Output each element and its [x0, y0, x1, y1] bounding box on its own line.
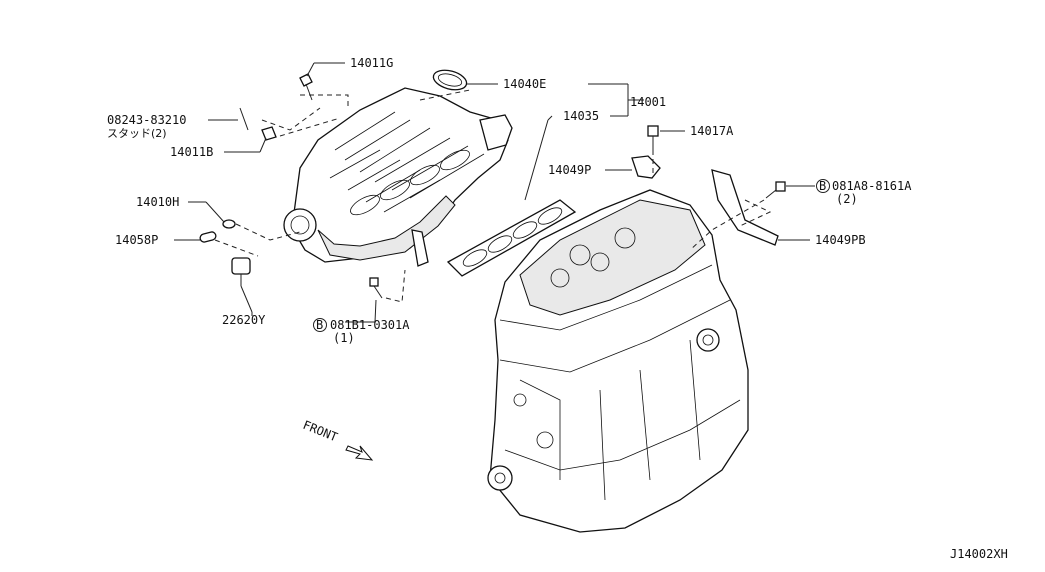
callout-14011G: 14011G — [350, 56, 393, 70]
manifold-gasket-drawing — [446, 199, 577, 277]
callout-14017A: 14017A — [690, 124, 734, 138]
o-ring-inner — [437, 73, 463, 87]
callout-081B1-qty: (1) — [333, 331, 355, 345]
engine-block-drawing — [487, 189, 749, 533]
hose-clamp-drawing — [222, 219, 236, 229]
callout-081B1-0301A: 081B1-0301A — [330, 318, 410, 332]
callout-22620Y: 22620Y — [222, 313, 266, 327]
callout-14049PB: 14049PB — [815, 233, 866, 247]
front-arrow-icon — [345, 445, 374, 461]
o-ring-drawing — [432, 69, 468, 91]
bolt-081B1-drawing — [369, 277, 383, 299]
svg-text:B: B — [316, 318, 323, 332]
callout-14001: 14001 — [630, 95, 666, 109]
bolt-14011B-drawing — [261, 126, 277, 141]
callout-08243-83210: 08243-83210 — [107, 113, 186, 127]
hose-drawing — [199, 231, 217, 243]
callout-14049P: 14049P — [548, 163, 591, 177]
callout-081A8-qty: (2) — [836, 192, 858, 206]
bolt-marker-081A8: B — [816, 179, 830, 193]
leader-lines — [174, 62, 815, 323]
front-indicator: FRONT — [301, 418, 374, 461]
bolt-marker-081B1: B — [313, 318, 327, 332]
front-label: FRONT — [301, 418, 340, 445]
stud-drawing — [239, 107, 249, 131]
callout-14058P: 14058P — [115, 233, 158, 247]
callout-14040E: 14040E — [503, 77, 546, 91]
bolt-14017A-drawing — [647, 125, 659, 150]
callout-14010H: 14010H — [136, 195, 179, 209]
intake-manifold-drawing — [283, 87, 513, 267]
callout-14011B: 14011B — [170, 145, 213, 159]
bracket-14049P-drawing — [631, 155, 661, 179]
bracket-14049PB-drawing — [711, 169, 779, 246]
callout-labels: 14011G 14040E 14001 14035 08243-83210 スタ… — [107, 56, 912, 345]
svg-text:B: B — [819, 179, 826, 193]
callout-14035: 14035 — [563, 109, 599, 123]
callout-08243-sub: スタッド(2) — [107, 127, 167, 140]
callout-081A8-8161A: 081A8-8161A — [832, 179, 912, 193]
diagram-id: J14002XH — [950, 547, 1008, 561]
bolt-14011G-drawing — [299, 73, 313, 101]
alignment-lines — [214, 89, 772, 303]
bolt-081A8-drawing — [765, 181, 786, 199]
sensor-drawing — [231, 257, 251, 286]
